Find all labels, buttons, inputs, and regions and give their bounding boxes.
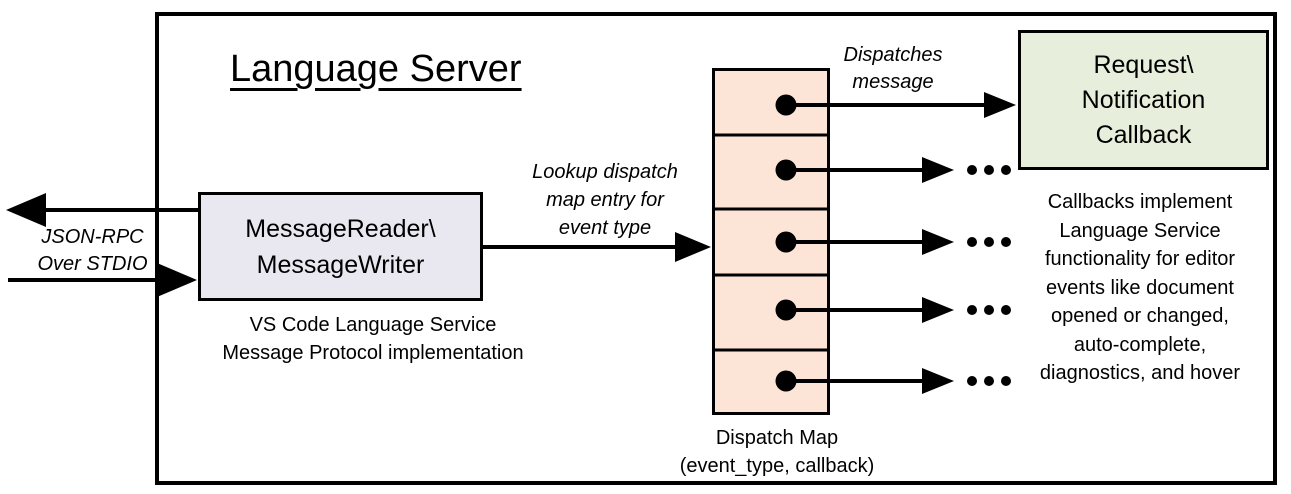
lookup-dispatch-label-line-1: Lookup dispatch [532, 161, 678, 183]
callbacks-description-line-6: auto-complete, [1073, 333, 1207, 356]
dispatches-message-label-line-1: Dispatches [843, 44, 943, 66]
callbacks-description: Callbacks implement Language Service fun… [1005, 188, 1275, 388]
json-rpc-label: JSON-RPC Over STDIO [20, 224, 165, 278]
request-notification-callback-box: Request\ Notification Callback [1018, 30, 1269, 170]
message-reader-writer-box: MessageReader\ MessageWriter [198, 192, 483, 301]
lookup-dispatch-label-line-3: event type [558, 217, 652, 239]
page-title: Language Server [230, 48, 522, 90]
dispatches-message-label-line-2: message [852, 71, 934, 93]
lookup-dispatch-label: Lookup dispatch map entry for event type [515, 158, 695, 242]
callback-box-line-2: Notification [1081, 85, 1206, 114]
callback-box-line-3: Callback [1095, 120, 1192, 149]
callbacks-description-line-7: diagnostics, and hover [1039, 362, 1241, 384]
json-rpc-label-line-1: JSON-RPC [41, 226, 144, 248]
callbacks-description-line-2: Language Service [1059, 219, 1221, 242]
callbacks-description-line-5: opened or changed, [1051, 305, 1229, 327]
dispatch-map-caption-line-1: Dispatch Map [715, 427, 839, 449]
dispatch-map-caption: Dispatch Map (event_type, callback) [657, 424, 897, 480]
dispatch-map-caption-line-2: (event_type, callback) [679, 455, 875, 477]
reader-caption-line-1: VS Code Language Service [249, 314, 497, 336]
dispatches-message-label: Dispatches message [833, 42, 953, 96]
lookup-dispatch-label-line-2: map entry for [546, 189, 664, 211]
callbacks-description-line-3: functionality for editor [1044, 248, 1236, 270]
message-writer-line: MessageWriter [256, 250, 425, 279]
reader-caption-line-2: Message Protocol implementation [222, 342, 524, 364]
reader-caption: VS Code Language Service Message Protoco… [203, 311, 543, 367]
callbacks-description-line-1: Callbacks implement [1047, 191, 1233, 213]
callback-box-line-1: Request\ [1093, 50, 1194, 79]
json-rpc-label-line-2: Over STDIO [37, 253, 148, 275]
message-reader-line: MessageReader\ [245, 214, 436, 243]
language-server-container [155, 12, 1277, 485]
dispatch-map-box [712, 68, 830, 415]
callbacks-description-line-4: events like document [1046, 276, 1234, 299]
